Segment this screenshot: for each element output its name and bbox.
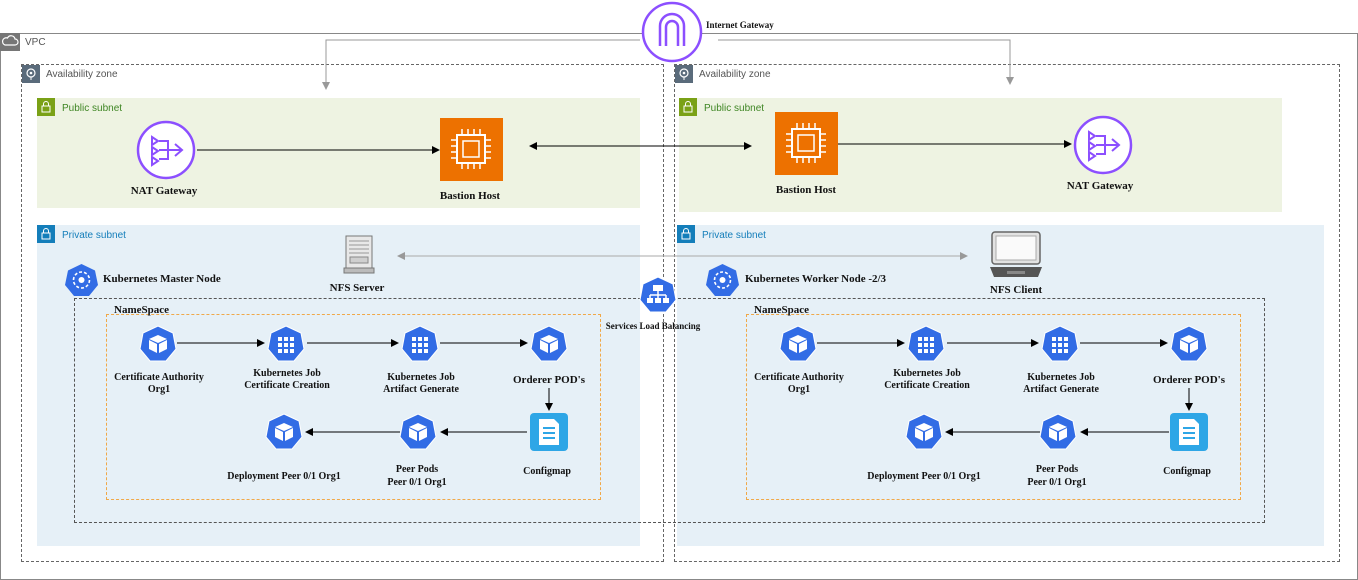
deployment-pod-right-icon[interactable]: [905, 413, 943, 450]
private-subnet-left-lock-icon: [37, 225, 55, 243]
bastion-host-left-icon[interactable]: [440, 118, 503, 181]
namespace-left: [106, 314, 601, 500]
peer-pods-left-label-1: Peer Pods: [395, 464, 439, 475]
az-right-label: Availability zone: [699, 69, 771, 80]
nat-gateway-right-icon[interactable]: [1072, 114, 1134, 176]
private-subnet-right-lock-icon: [677, 225, 695, 243]
availability-zone-right: [674, 64, 1340, 562]
deployment-pod-left-icon[interactable]: [265, 413, 303, 450]
private-subnet-left: [37, 225, 640, 546]
ca-left-label-1: Certificate Authority: [114, 372, 204, 383]
job-cert-right-label-1: Kubernetes Job: [893, 368, 961, 379]
namespace-right-title: NameSpace: [754, 304, 809, 316]
az-left-label: Availability zone: [46, 69, 118, 80]
kubernetes-service-icon[interactable]: [639, 276, 677, 313]
namespace-right: [746, 314, 1241, 500]
private-subnet-right: [677, 225, 1324, 546]
ca-right-label-1: Certificate Authority: [754, 372, 844, 383]
public-subnet-right-lock-icon: [679, 98, 697, 116]
public-subnet-left-label: Public subnet: [62, 103, 123, 114]
deployment-left-label: Deployment Peer 0/1 Org1: [227, 471, 341, 482]
public-subnet-right-label: Public subnet: [704, 103, 765, 114]
job-cert-right-label-2: Certificate Creation: [884, 380, 970, 391]
bastion-host-right-label: Bastion Host: [775, 184, 837, 196]
private-subnet-left-label: Private subnet: [62, 230, 126, 241]
nat-gateway-left-icon[interactable]: [135, 119, 197, 181]
bastion-host-right-icon[interactable]: [775, 112, 838, 175]
services-load-balancing-label: Services Load Balancing: [605, 321, 701, 331]
internet-gateway-label: Internet Gateway: [706, 20, 774, 30]
kubernetes-worker-node-label: Kubernetes Worker Node -2/3: [745, 273, 887, 285]
ca-right-label-2: Org1: [787, 384, 811, 395]
job-artifact-right-label-1: Kubernetes Job: [1027, 372, 1095, 383]
az-left-icon: [22, 65, 40, 83]
nat-gateway-left-label: NAT Gateway: [130, 185, 198, 197]
peer-pods-left-label-2: Peer 0/1 Org1: [387, 477, 447, 488]
ca-left-label-2: Org1: [147, 384, 171, 395]
job-artifact-left-icon[interactable]: [401, 325, 439, 362]
configmap-right-label: Configmap: [1163, 466, 1211, 477]
ca-pod-left-icon[interactable]: [139, 325, 177, 362]
peer-pod-right-icon[interactable]: [1039, 413, 1077, 450]
configmap-right-icon[interactable]: [1168, 411, 1210, 453]
vpc-label: VPC: [25, 37, 46, 48]
ca-pod-right-icon[interactable]: [779, 325, 817, 362]
public-subnet-left-lock-icon: [37, 98, 55, 116]
desktop-client-icon[interactable]: [989, 231, 1043, 281]
kubernetes-node-left-icon[interactable]: [64, 263, 99, 297]
nat-gateway-right-label: NAT Gateway: [1066, 180, 1134, 192]
job-cert-right-icon[interactable]: [907, 325, 945, 362]
az-right-icon: [675, 65, 693, 83]
nfs-server-label: NFS Server: [329, 282, 385, 294]
vpc-icon: [0, 33, 20, 51]
configmap-left-label: Configmap: [523, 466, 571, 477]
orderer-pod-left-icon[interactable]: [530, 325, 568, 362]
job-artifact-right-label-2: Artifact Generate: [1023, 384, 1099, 395]
nfs-client-label: NFS Client: [989, 284, 1043, 296]
private-subnet-right-label: Private subnet: [702, 230, 766, 241]
kubernetes-node-right-icon[interactable]: [705, 263, 740, 297]
peer-pods-right-label-1: Peer Pods: [1035, 464, 1079, 475]
peer-pods-right-label-2: Peer 0/1 Org1: [1027, 477, 1087, 488]
job-cert-left-icon[interactable]: [267, 325, 305, 362]
job-cert-left-label-1: Kubernetes Job: [253, 368, 321, 379]
orderer-left-label: Orderer POD's: [513, 374, 585, 386]
peer-pod-left-icon[interactable]: [399, 413, 437, 450]
namespace-left-title: NameSpace: [114, 304, 169, 316]
job-cert-left-label-2: Certificate Creation: [244, 380, 330, 391]
job-artifact-left-label-2: Artifact Generate: [383, 384, 459, 395]
server-icon[interactable]: [343, 235, 375, 275]
orderer-right-label: Orderer POD's: [1153, 374, 1225, 386]
configmap-left-icon[interactable]: [528, 411, 570, 453]
deployment-right-label: Deployment Peer 0/1 Org1: [867, 471, 981, 482]
internet-gateway-icon[interactable]: [640, 0, 704, 64]
job-artifact-right-icon[interactable]: [1041, 325, 1079, 362]
bastion-host-left-label: Bastion Host: [439, 190, 501, 202]
job-artifact-left-label-1: Kubernetes Job: [387, 372, 455, 383]
orderer-pod-right-icon[interactable]: [1170, 325, 1208, 362]
availability-zone-left: [21, 64, 664, 562]
kubernetes-master-node-label: Kubernetes Master Node: [103, 273, 221, 285]
